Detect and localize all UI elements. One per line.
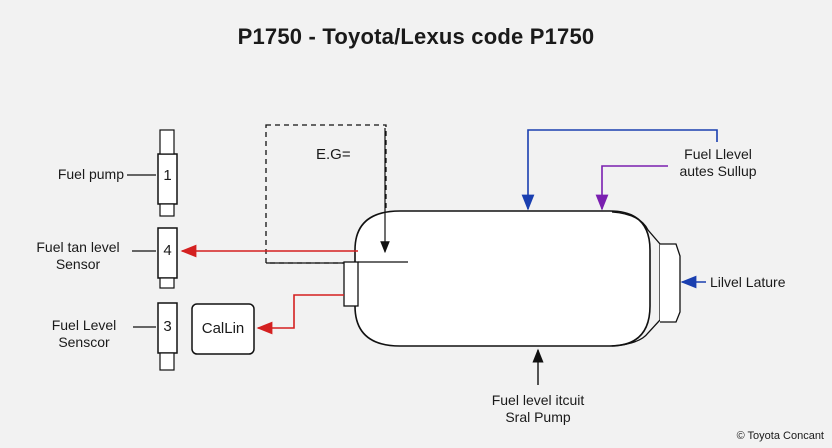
connector-3-number: 3 bbox=[163, 318, 172, 335]
callin-box-label: CalLin bbox=[201, 320, 245, 337]
fuel-tank-level-sensor-line-1: Fuel tan level bbox=[36, 239, 120, 255]
connector-1 bbox=[157, 129, 178, 217]
fuel-level-autes-line-2: autes Sullup bbox=[679, 163, 757, 179]
red-arrow-to-callin bbox=[256, 294, 344, 335]
copyright-notice: © Toyota Concant bbox=[736, 430, 824, 442]
fuel-level-circuit-line-1: Fuel level itcuit bbox=[491, 392, 585, 408]
connector-3 bbox=[157, 302, 178, 371]
fuel-tank-level-sensor-label: Fuel tan level Sensor bbox=[28, 239, 128, 273]
fuel-tank-level-sensor-line-2: Sensor bbox=[55, 256, 101, 272]
fuel-level-sensor-label: Fuel Level Senscor bbox=[36, 317, 132, 351]
eg-label: E.G= bbox=[316, 146, 351, 163]
connector-4-number: 4 bbox=[163, 242, 172, 259]
fuel-level-autes-sullup-label: Fuel Llevel autes Sullup bbox=[668, 146, 768, 180]
purple-arrow-to-tank bbox=[595, 165, 668, 211]
fuel-level-sensor-line-1: Fuel Level bbox=[51, 317, 117, 333]
level-lature-label: Lilvel Lature bbox=[710, 274, 786, 290]
fuel-level-sensor-line-2: Senscor bbox=[58, 334, 110, 350]
fuel-level-circuit-label: Fuel level itcuit Sral Pump bbox=[478, 392, 598, 426]
fuel-pump-label: Fuel pump bbox=[57, 166, 124, 182]
fuel-level-circuit-line-2: Sral Pump bbox=[505, 409, 571, 425]
connector-1-number: 1 bbox=[163, 167, 172, 184]
callin-box bbox=[191, 303, 255, 355]
fuel-tank bbox=[343, 210, 681, 347]
fuel-level-autes-line-1: Fuel Llevel bbox=[684, 146, 752, 162]
connector-4 bbox=[157, 227, 178, 289]
diagram-title: P1750 - Toyota/Lexus code P1750 bbox=[237, 24, 595, 49]
blue-arrow-to-tank bbox=[521, 129, 718, 211]
